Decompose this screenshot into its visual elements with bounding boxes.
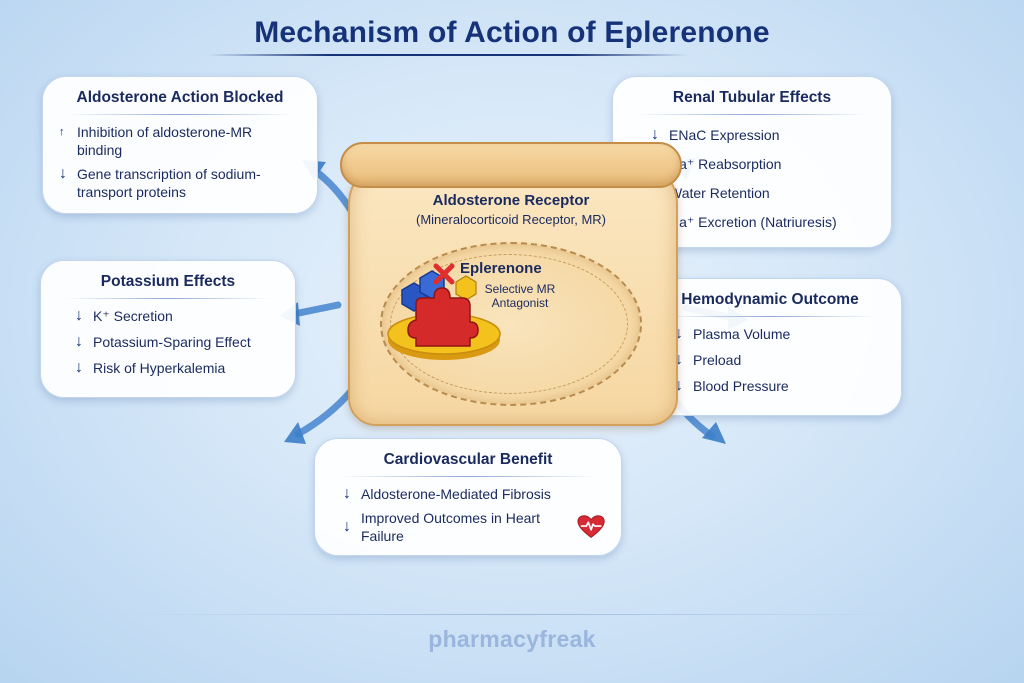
down-arrow-icon: ↓ — [59, 165, 67, 182]
card-divider — [339, 476, 597, 477]
card-potassium-effects: Potassium Effects ↓ K⁺ Secretion ↓ Potas… — [40, 260, 296, 398]
heart-ecg-icon — [577, 515, 605, 538]
title-underline — [208, 54, 688, 56]
up-arrow-icon: ↑ — [59, 126, 65, 138]
card-title: Cardiovascular Benefit — [383, 451, 553, 468]
list-item-text: Gene transcription of sodium-transport p… — [77, 166, 261, 200]
down-arrow-icon: ↓ — [343, 485, 351, 502]
list-item: ↓ Blood Pressure — [675, 377, 885, 395]
red-x-block-icon — [433, 263, 455, 285]
down-arrow-icon: ↓ — [343, 518, 351, 535]
page-title: Mechanism of Action of Eplerenone — [254, 16, 770, 49]
list-item: ↓ Preload — [675, 351, 885, 369]
arrowhead-right-lower — [702, 422, 726, 444]
drug-description: Selective MR Antagonist — [484, 282, 556, 310]
binding-site-inner-ring — [390, 254, 628, 394]
receptor-cap — [340, 142, 682, 188]
list-item: ↓ Improved Outcomes in Heart Failure — [343, 509, 605, 545]
down-arrow-icon: ↓ — [675, 377, 683, 394]
card-divider — [663, 316, 877, 317]
list-item: ↓ Potassium-Sparing Effect — [75, 333, 279, 351]
down-arrow-icon: ↓ — [75, 307, 83, 324]
list-item: ↑ Na⁺ Excretion (Natriuresis) — [651, 213, 875, 231]
card-aldosterone-action-blocked: Aldosterone Action Blocked ↑ Inhibition … — [42, 76, 318, 214]
card-divider — [65, 298, 271, 299]
card-title: Aldosterone Action Blocked — [76, 89, 284, 106]
list-item: ↓ Plasma Volume — [675, 325, 885, 343]
card-title: Hemodynamic Outcome — [681, 291, 859, 308]
receptor-title: Aldosterone Receptor — [432, 192, 590, 209]
list-item-text: Na⁺ Reabsorption — [669, 156, 782, 172]
list-item-text: Blood Pressure — [693, 378, 789, 394]
list-item-text: Water Retention — [669, 185, 770, 201]
arrowhead-left-lower — [284, 422, 306, 444]
list-item: ↓ Aldosterone-Mediated Fibrosis — [343, 485, 605, 503]
list-item-text: Risk of Hyperkalemia — [93, 360, 226, 376]
list-item: ↓ K⁺ Secretion — [75, 307, 279, 325]
receptor-subtitle: (Mineralocorticoid Receptor, MR) — [415, 212, 606, 227]
list-item: ↓ Water Retention — [651, 184, 875, 202]
list-item-text: Improved Outcomes in Heart Failure — [361, 510, 540, 544]
down-arrow-icon: ↓ — [75, 359, 83, 376]
down-arrow-icon: ↓ — [75, 333, 83, 350]
list-item: ↓ Gene transcription of sodium-transport… — [59, 165, 301, 201]
eplerenone-molecule-icon — [387, 263, 501, 360]
list-item-text: K⁺ Secretion — [93, 308, 173, 324]
footer-divider — [120, 614, 904, 615]
list-item-text: Plasma Volume — [693, 326, 791, 342]
list-item: ↓ ENaC Expression — [651, 126, 875, 144]
card-divider — [637, 114, 867, 115]
down-arrow-icon: ↓ — [651, 126, 659, 143]
card-title: Renal Tubular Effects — [672, 89, 832, 106]
down-arrow-icon: ↓ — [675, 325, 683, 342]
list-item: ↓ Na⁺ Reabsorption — [651, 155, 875, 173]
list-item: ↓ Risk of Hyperkalemia — [75, 359, 279, 377]
list-item-text: Preload — [693, 352, 742, 368]
arrow-to-potassium-card — [290, 301, 342, 318]
list-item-text: ENaC Expression — [669, 127, 780, 143]
list-item-text: Aldosterone-Mediated Fibrosis — [361, 486, 551, 502]
drug-name: Eplerenone — [460, 260, 542, 277]
arrow-to-left-lower — [294, 386, 356, 438]
aldosterone-receptor: Aldosterone Receptor (Mineralocorticoid … — [340, 142, 682, 428]
list-item-text: Potassium-Sparing Effect — [93, 334, 251, 350]
card-hemodynamic-outcome: Hemodynamic Outcome ↓ Plasma Volume ↓ Pr… — [638, 278, 902, 416]
card-divider — [67, 114, 293, 115]
list-item: ↑ Inhibition of aldosterone-MR binding — [59, 123, 301, 159]
card-cardiovascular-benefit: Cardiovascular Benefit ↓ Aldosterone-Med… — [314, 438, 622, 556]
list-item-text: Inhibition of aldosterone-MR binding — [77, 124, 253, 158]
card-title: Potassium Effects — [100, 273, 236, 290]
list-item-text: Na⁺ Excretion (Natriuresis) — [669, 214, 837, 230]
down-arrow-icon: ↓ — [675, 351, 683, 368]
footer-watermark: pharmacyfreak — [428, 626, 596, 652]
